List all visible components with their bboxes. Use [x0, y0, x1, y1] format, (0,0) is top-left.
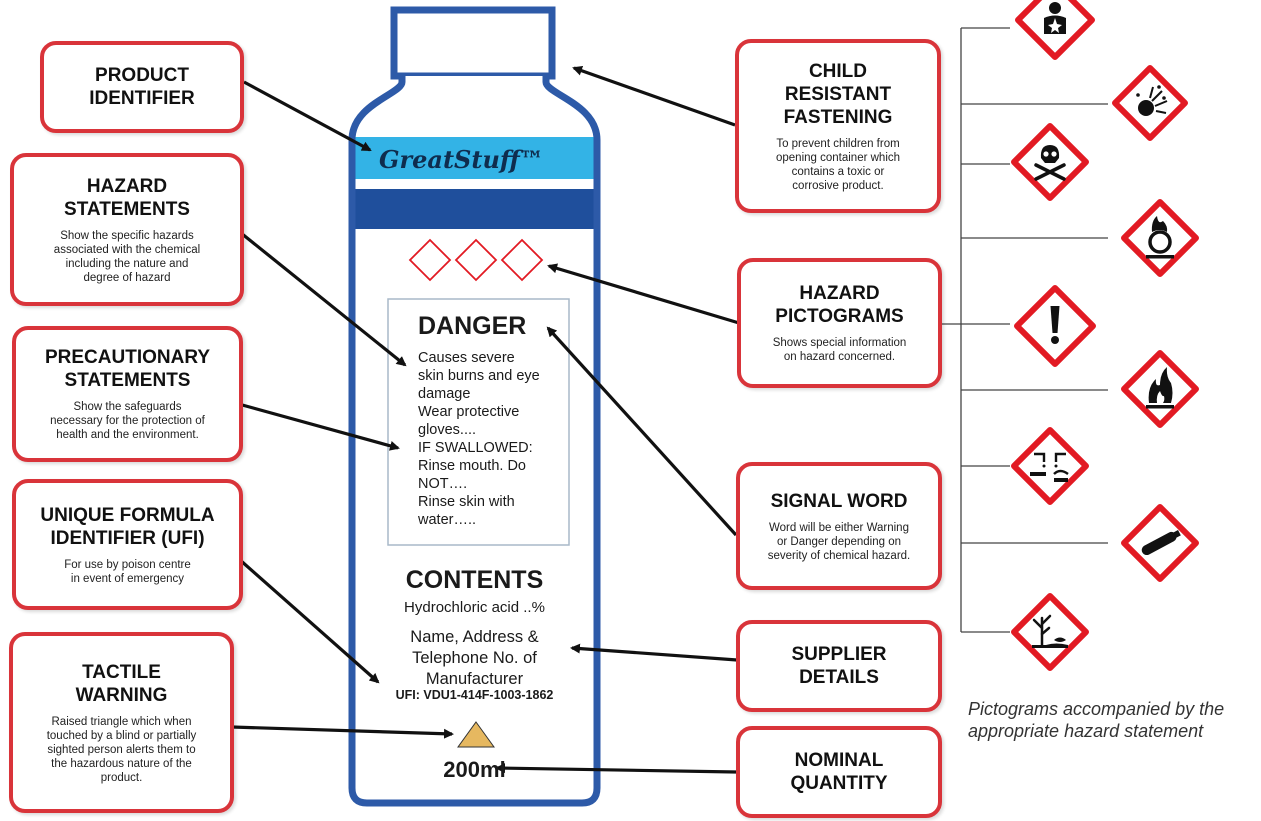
toxic-skull-icon — [1011, 123, 1089, 201]
callout-ufi: UNIQUE FORMULA IDENTIFIER (UFI) For use … — [12, 479, 243, 610]
connector-arrows — [229, 65, 740, 774]
diamond-placeholder — [454, 238, 498, 282]
callout-title: CHILD RESISTANT FASTENING — [783, 60, 893, 128]
arrow-nominal-quantity — [495, 763, 737, 774]
arrow-hazard-statements — [229, 223, 407, 367]
ufi-code: UFI: VDU1-414F-1003-1862 — [395, 688, 554, 702]
bottle-cap — [390, 6, 556, 80]
callout-tactile-warning: TACTILE WARNING Raised triangle which wh… — [9, 632, 234, 813]
contents-substance: Hydrochloric acid ..% — [404, 599, 545, 616]
arrow-precautionary-statements — [234, 401, 400, 451]
pictograms — [1011, 0, 1199, 671]
callout-title: PRECAUTIONARY STATEMENTS — [44, 347, 211, 391]
callout-description: To prevent children from opening contain… — [775, 137, 901, 192]
callout-description: Raised triangle which when touched by a … — [46, 715, 197, 784]
flammable-icon — [1121, 350, 1199, 428]
environment-icon — [1011, 593, 1089, 671]
hazard-text-box — [387, 298, 570, 546]
callout-title: UNIQUE FORMULA IDENTIFIER (UFI) — [40, 504, 215, 549]
arrow-product-identifier — [243, 80, 372, 152]
callout-hazard-statements: HAZARD STATEMENTS Show the specific haza… — [10, 153, 244, 306]
callout-title: SUPPLIER DETAILS — [791, 644, 887, 688]
signal-word-danger: DANGER — [418, 312, 527, 340]
pictogram-bracket — [941, 27, 1108, 633]
callout-title: SIGNAL WORD — [770, 490, 908, 512]
callout-signal-word: SIGNAL WORD Word will be either Warning … — [736, 462, 942, 590]
nominal-quantity-value: 200ml — [443, 757, 506, 782]
callout-title: NOMINAL QUANTITY — [790, 750, 888, 794]
arrow-supplier-details — [570, 643, 738, 662]
callout-title: HAZARD STATEMENTS — [64, 175, 190, 220]
callout-description: Show the specific hazards associated wit… — [53, 229, 201, 284]
oxidising-icon — [1121, 199, 1199, 277]
brand-logo: GreatStuff™ — [379, 145, 544, 174]
tactile-triangle-icon — [457, 721, 495, 748]
contents-title: CONTENTS — [405, 566, 544, 594]
callout-title: PRODUCT IDENTIFIER — [89, 65, 195, 109]
arrow-signal-word — [546, 326, 738, 537]
hazard-precaution-text: Causes severe skin burns and eye damage … — [418, 350, 540, 528]
pictogram-note: Pictograms accompanied by the appropriat… — [968, 699, 1225, 741]
label-white-stripe — [355, 179, 594, 189]
callout-description: Show the safeguards necessary for the pr… — [50, 401, 205, 441]
arrow-child-resistant — [572, 65, 736, 127]
supplier-text: Name, Address & Telephone No. of Manufac… — [410, 628, 539, 688]
callout-child-resistant-fastening: CHILD RESISTANT FASTENING To prevent chi… — [735, 39, 941, 213]
bottle — [348, 6, 601, 807]
callout-product-identifier: PRODUCT IDENTIFIER — [40, 41, 244, 133]
health-hazard-icon — [1015, 0, 1095, 60]
callout-description: Shows special information on hazard conc… — [772, 337, 907, 363]
callout-title: TACTILE WARNING — [75, 661, 168, 706]
arrow-tactile-warning — [231, 725, 454, 739]
arrow-ufi — [229, 550, 380, 684]
corrosive-icon — [1011, 427, 1089, 505]
label-navy-band — [355, 189, 594, 229]
callout-title: HAZARD PICTOGRAMS — [775, 283, 904, 327]
callout-supplier-details: SUPPLIER DETAILS — [736, 620, 942, 712]
callout-nominal-quantity: NOMINAL QUANTITY — [736, 726, 942, 818]
exclamation-icon — [1014, 285, 1096, 367]
callout-description: Word will be either Warning or Danger de… — [767, 521, 911, 562]
label-pictogram-placeholders — [408, 238, 544, 282]
gas-cylinder-icon — [1121, 504, 1199, 582]
callout-description: For use by poison centre in event of eme… — [64, 558, 191, 585]
diamond-placeholder — [408, 238, 452, 282]
explosive-icon — [1112, 65, 1188, 141]
callout-precautionary-statements: PRECAUTIONARY STATEMENTS Show the safegu… — [12, 326, 243, 462]
callout-hazard-pictograms: HAZARD PICTOGRAMS Shows special informat… — [737, 258, 942, 388]
arrow-hazard-pictograms — [547, 263, 740, 325]
label-cyan-band — [355, 137, 594, 179]
diamond-placeholder — [500, 238, 544, 282]
